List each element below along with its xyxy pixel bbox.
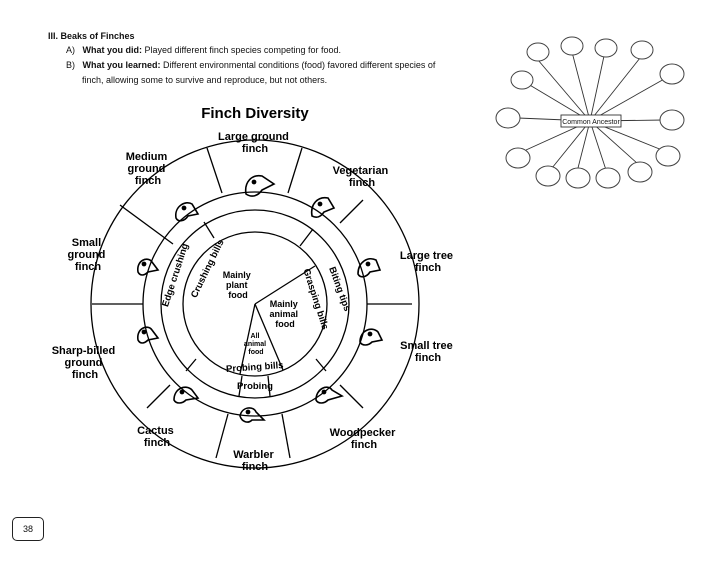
label-large-tree-finch: Large tree finch: [400, 250, 456, 274]
common-ancestor-label: Common Ancestor: [562, 119, 620, 126]
label-vegetarian-finch: Vegetarian finch: [333, 165, 392, 189]
page-number: 38: [12, 517, 44, 541]
label-crushing-bills: Crushing bills: [189, 238, 227, 300]
label-mainly-animal-food: Mainly animal food: [269, 299, 300, 329]
label-sharp-billed-ground-finch: Sharp-billed ground finch: [52, 345, 119, 381]
label-probing: Probing: [237, 381, 273, 392]
label-small-ground-finch: Small ground finch: [68, 237, 109, 273]
label-warbler-finch: Warbler finch: [233, 449, 277, 473]
label-edge-crushing: Edge crushing: [160, 242, 191, 308]
diagram-title: Finch Diversity: [201, 105, 309, 122]
small-ground-finch-head-icon: [138, 259, 158, 275]
common-ancestor-figure: Common Ancestor: [496, 37, 684, 188]
small-tree-finch-head-icon: [360, 329, 382, 345]
finch-wheel: [91, 140, 419, 468]
cactus-finch-head-icon: [174, 387, 198, 403]
ancestor-arrows: [518, 52, 666, 170]
ancestor-finch-heads-icon: [496, 37, 684, 188]
label-large-ground-finch: Large ground finch: [218, 131, 292, 155]
label-medium-ground-finch: Medium ground finch: [126, 151, 171, 187]
label-biting-tips: Biting tips: [326, 265, 352, 312]
medium-ground-finch-head-icon: [176, 203, 198, 221]
label-mainly-plant-food: Mainly plant food: [223, 270, 254, 300]
label-woodpecker-finch: Woodpecker finch: [330, 427, 399, 451]
vegetarian-finch-head-icon: [312, 198, 334, 218]
label-grasping-bills: Grasping bills: [300, 267, 330, 331]
